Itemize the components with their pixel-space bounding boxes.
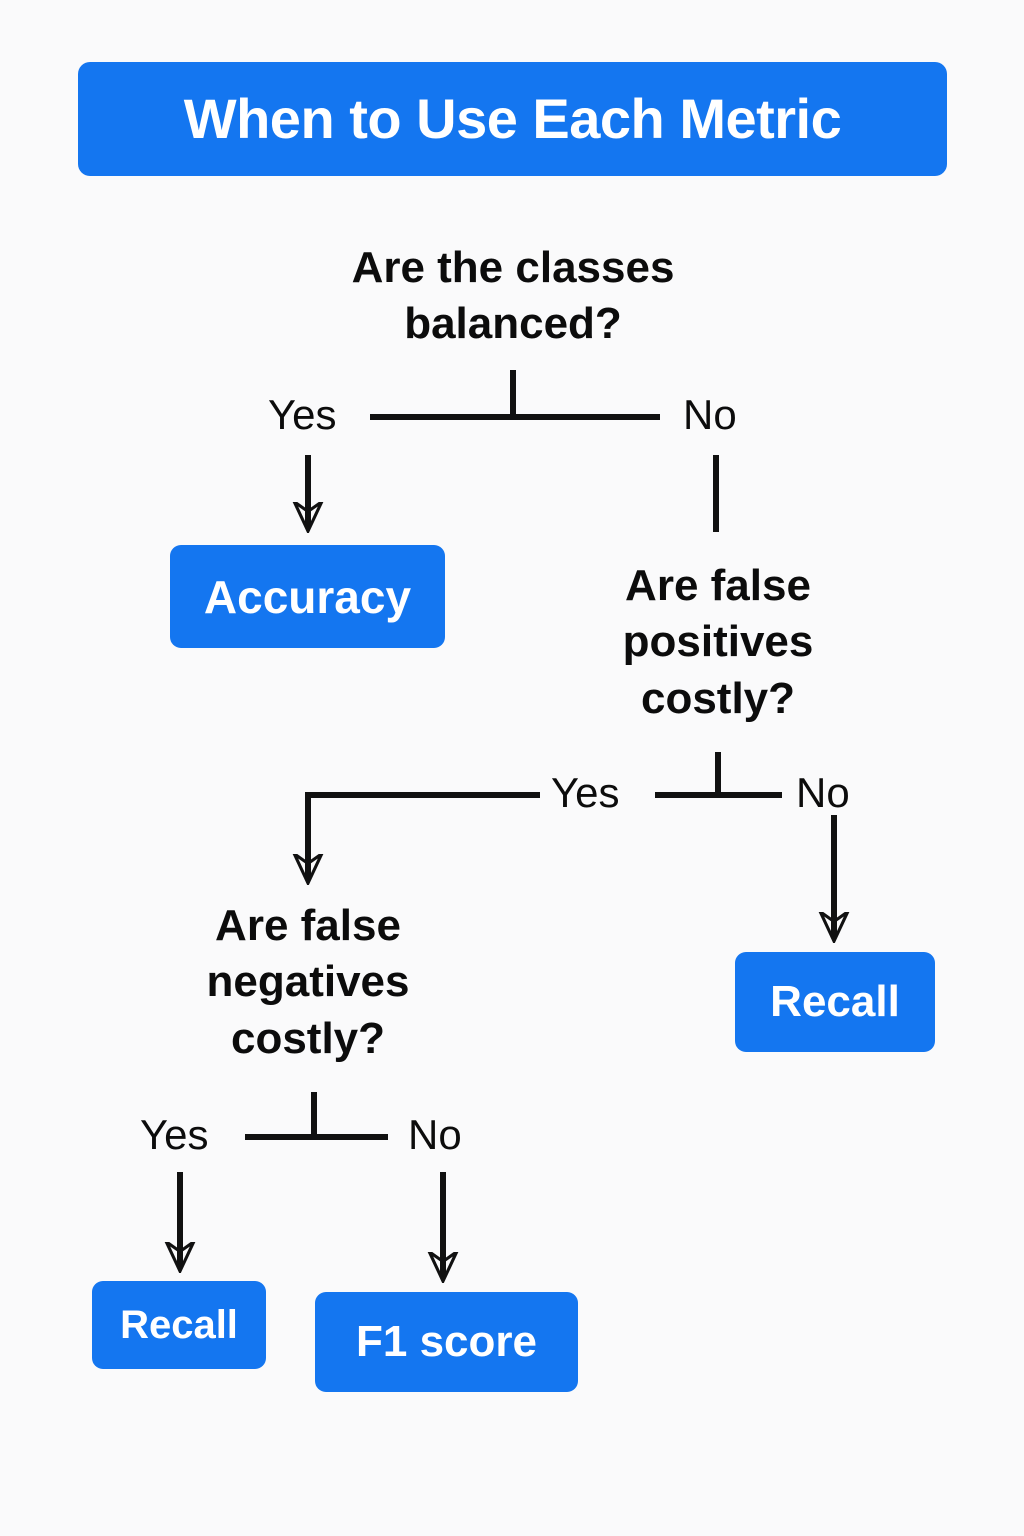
page-title: When to Use Each Metric (183, 87, 842, 150)
result-label-recall-right: Recall (770, 977, 900, 1026)
edge-q2-yes-q3 (308, 792, 540, 880)
branch-label-q3-yes: Yes (140, 1111, 209, 1158)
branch-label-q2-yes: Yes (551, 769, 620, 816)
decision-q1-classes-balanced: Are the classes balanced? (351, 243, 675, 349)
decision-q3-false-negatives-costly: Are false negatives costly? (206, 901, 410, 1063)
result-box-accuracy[interactable]: Accuracy (170, 545, 445, 648)
result-label-recall-bottom: Recall (120, 1303, 238, 1347)
branch-label-q3-no: No (408, 1111, 462, 1158)
decision-q2-false-positives-costly: Are false positives costly? (622, 561, 814, 723)
result-box-f1-score[interactable]: F1 score (315, 1292, 578, 1392)
result-label-accuracy: Accuracy (203, 570, 412, 623)
branch-label-q2-no: No (796, 769, 850, 816)
result-box-recall-right[interactable]: Recall (735, 952, 935, 1052)
branch-label-q1-no: No (683, 391, 737, 438)
result-box-recall-bottom[interactable]: Recall (92, 1281, 266, 1369)
result-label-f1-score: F1 score (356, 1317, 537, 1366)
branch-label-q1-yes: Yes (268, 391, 337, 438)
title-banner: When to Use Each Metric (78, 62, 947, 176)
